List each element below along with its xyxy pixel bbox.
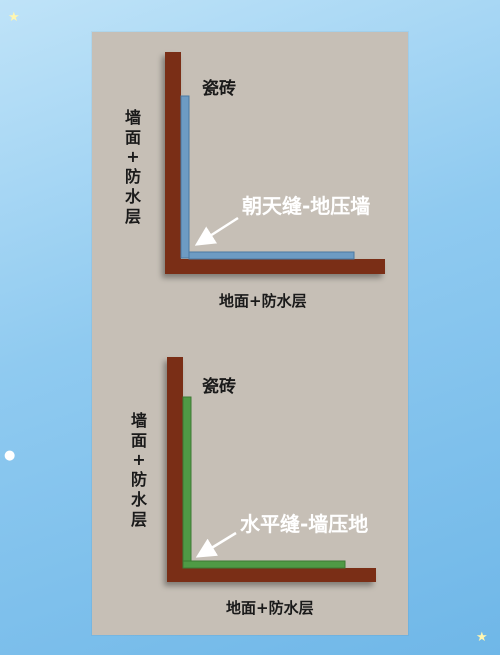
seam-arrow-top bbox=[194, 216, 239, 246]
svg-text:+: + bbox=[132, 450, 145, 469]
top-diagram: 瓷砖 墙 面 + 防 水 层 朝天缝-地压墙 地面+防水层 bbox=[125, 52, 385, 310]
svg-text:防: 防 bbox=[125, 167, 141, 186]
svg-text:水: 水 bbox=[125, 187, 142, 206]
svg-text:墙: 墙 bbox=[131, 411, 147, 430]
sparkle-icon: ★ bbox=[476, 630, 488, 645]
tile-label-bottom: 瓷砖 bbox=[202, 376, 236, 397]
bottom-diagram: 瓷砖 墙 面 + 防 水 层 水平缝-墙压地 地面+防水层 bbox=[131, 357, 376, 617]
svg-text:防: 防 bbox=[131, 470, 147, 489]
diagram-panel bbox=[92, 32, 408, 635]
svg-text:面: 面 bbox=[125, 128, 141, 147]
wall-label-bottom: 墙 面 + 防 水 层 bbox=[131, 411, 148, 529]
wall-tile-layer-bottom bbox=[182, 396, 192, 562]
seam-arrow-bottom bbox=[195, 531, 237, 558]
svg-text:层: 层 bbox=[131, 510, 147, 529]
svg-text:墙: 墙 bbox=[125, 108, 141, 127]
star-icon: ★ bbox=[8, 10, 20, 25]
svg-text:水: 水 bbox=[131, 490, 148, 509]
svg-text:面: 面 bbox=[131, 431, 147, 450]
wall-label-top: 墙 面 + 防 水 层 bbox=[125, 108, 142, 226]
floor-tile-layer-bottom bbox=[182, 560, 346, 569]
wall-tile-layer-top bbox=[180, 95, 190, 259]
floor-label-top: 地面+防水层 bbox=[219, 292, 307, 310]
seam-label-bottom: 水平缝-墙压地 bbox=[240, 512, 368, 536]
seam-label-top: 朝天缝-地压墙 bbox=[242, 194, 370, 218]
svg-text:+: + bbox=[126, 147, 139, 166]
wall-structure-top bbox=[165, 52, 385, 274]
floor-tile-layer-top bbox=[188, 251, 355, 260]
wall-structure-bottom bbox=[167, 357, 376, 582]
sparkle-icon: ● bbox=[4, 448, 16, 463]
floor-label-bottom: 地面+防水层 bbox=[226, 599, 314, 617]
svg-text:层: 层 bbox=[125, 207, 141, 226]
tile-label-top: 瓷砖 bbox=[202, 78, 236, 99]
